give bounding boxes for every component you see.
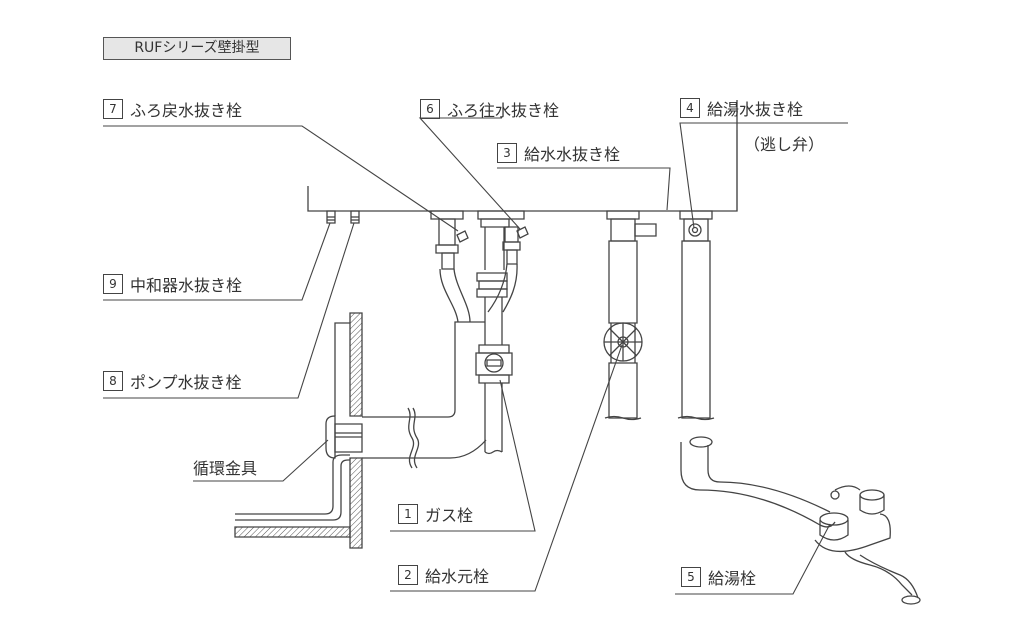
gas-pipe bbox=[476, 297, 512, 454]
label-9-text: 中和器水抜き栓 bbox=[130, 276, 243, 295]
bath-return-pipe bbox=[431, 211, 470, 322]
leader-9 bbox=[103, 223, 330, 300]
wall-lower bbox=[350, 458, 362, 548]
label-7-text: ふろ戻水抜き栓 bbox=[130, 101, 243, 120]
label-6-number: 6 bbox=[420, 99, 440, 119]
leader-lines bbox=[103, 118, 848, 594]
leader-3 bbox=[497, 168, 670, 210]
pump-drain-plug bbox=[351, 211, 359, 223]
leader-7 bbox=[103, 126, 458, 231]
label-3: 3 給水水抜き栓 bbox=[497, 141, 620, 165]
label-1-number: 1 bbox=[398, 504, 418, 524]
leader-6 bbox=[420, 118, 520, 229]
label-2-number: 2 bbox=[398, 565, 418, 585]
label-5-number: 5 bbox=[681, 567, 701, 587]
wall bbox=[350, 313, 362, 416]
bath-supply-pipe bbox=[477, 211, 528, 312]
label-8-number: 8 bbox=[103, 371, 123, 391]
leader-5 bbox=[675, 524, 830, 594]
bath-loop-pipe bbox=[362, 322, 486, 468]
label-3-number: 3 bbox=[497, 143, 517, 163]
neutralizer-drain-plug bbox=[327, 211, 335, 223]
label-1-text: ガス栓 bbox=[425, 506, 474, 525]
label-6-text: ふろ往水抜き栓 bbox=[447, 101, 560, 120]
label-4-text: 給湯水抜き栓 bbox=[707, 100, 804, 119]
label-2: 2 給水元栓 bbox=[398, 563, 489, 587]
leader-1 bbox=[390, 380, 535, 531]
leader-2 bbox=[390, 345, 622, 591]
label-4-number: 4 bbox=[680, 98, 700, 118]
label-6: 6 ふろ往水抜き栓 bbox=[420, 97, 559, 121]
leader-8 bbox=[103, 223, 354, 398]
faucet-assembly bbox=[681, 437, 920, 604]
floor bbox=[235, 527, 350, 537]
label-4-note: （逃し弁） bbox=[744, 135, 825, 154]
label-5: 5 給湯栓 bbox=[681, 565, 756, 589]
water-supply-pipe bbox=[604, 211, 656, 420]
label-1: 1 ガス栓 bbox=[398, 502, 473, 526]
label-circulation-fitting: 循環金具 bbox=[193, 459, 258, 478]
label-3-text: 給水水抜き栓 bbox=[524, 145, 621, 164]
label-9: 9 中和器水抜き栓 bbox=[103, 272, 242, 296]
circulation-fitting bbox=[326, 416, 362, 458]
label-4: 4 給湯水抜き栓 bbox=[680, 96, 803, 120]
label-7-number: 7 bbox=[103, 99, 123, 119]
label-8-text: ポンプ水抜き栓 bbox=[130, 373, 242, 392]
label-9-number: 9 bbox=[103, 274, 123, 294]
label-2-text: 給水元栓 bbox=[425, 567, 490, 586]
leader-fitting bbox=[193, 440, 328, 481]
label-8: 8 ポンプ水抜き栓 bbox=[103, 369, 242, 393]
hot-water-pipe bbox=[678, 211, 714, 420]
leader-4 bbox=[680, 123, 848, 228]
label-7: 7 ふろ戻水抜き栓 bbox=[103, 97, 242, 121]
label-5-text: 給湯栓 bbox=[708, 569, 757, 588]
title-box: RUFシリーズ壁掛型 bbox=[103, 37, 291, 60]
